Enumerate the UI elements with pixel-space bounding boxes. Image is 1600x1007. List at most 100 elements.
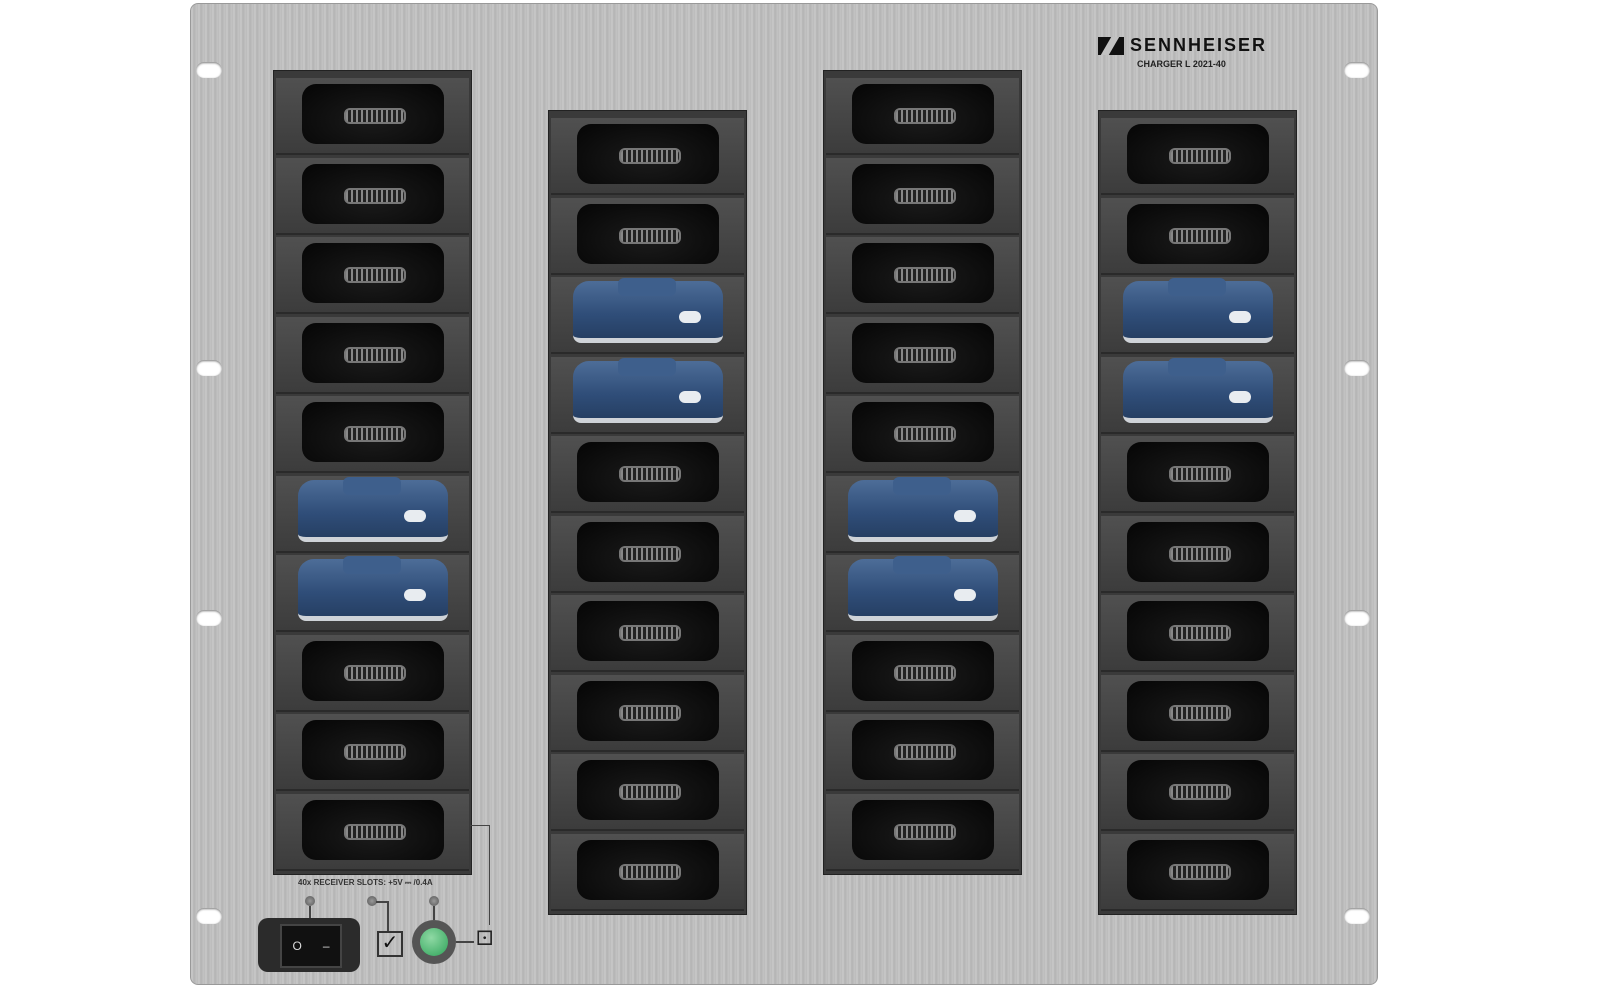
empty-bay <box>852 720 994 780</box>
receiver[interactable] <box>848 556 998 621</box>
empty-bay <box>302 640 444 701</box>
charging-slot[interactable] <box>551 356 744 434</box>
charging-contact <box>619 545 681 562</box>
charging-contact <box>894 664 956 681</box>
charging-slot[interactable] <box>1101 356 1294 434</box>
charging-slot[interactable] <box>1101 118 1294 195</box>
charging-slot[interactable] <box>551 118 744 195</box>
button-indicator-led <box>429 896 439 906</box>
charging-slot[interactable] <box>276 634 469 712</box>
charging-slot[interactable] <box>276 555 469 632</box>
charging-slot[interactable] <box>1101 197 1294 275</box>
receiver[interactable] <box>1123 278 1273 343</box>
receiver-clip <box>1168 278 1226 296</box>
receiver[interactable] <box>1123 357 1273 423</box>
empty-bay <box>852 84 994 144</box>
mounting-hole <box>1344 610 1370 626</box>
empty-bay <box>577 680 719 741</box>
charging-slot[interactable] <box>826 793 1019 871</box>
receiver[interactable] <box>848 476 998 542</box>
charging-contact <box>344 664 406 681</box>
charging-contact <box>619 704 681 721</box>
connector-line <box>470 825 490 826</box>
receiver-clip <box>343 476 401 495</box>
charging-slot[interactable] <box>826 157 1019 235</box>
slot-column <box>273 70 472 875</box>
receiver-led <box>1229 390 1251 403</box>
empty-bay <box>302 799 444 860</box>
receiver[interactable] <box>298 556 448 621</box>
charging-slot[interactable] <box>276 316 469 394</box>
empty-bay <box>1127 680 1269 741</box>
charging-slot[interactable] <box>551 754 744 831</box>
charging-contact <box>1169 863 1231 880</box>
charging-slot[interactable] <box>276 237 469 314</box>
empty-bay <box>577 124 719 184</box>
charging-contact <box>1169 227 1231 244</box>
charging-contact <box>1169 466 1231 482</box>
receiver-led <box>404 589 426 601</box>
charging-slot[interactable] <box>551 197 744 275</box>
charging-slot[interactable] <box>1101 515 1294 593</box>
charging-slot[interactable] <box>1101 277 1294 354</box>
receiver[interactable] <box>573 357 723 423</box>
charging-contact <box>344 187 406 204</box>
connector-line <box>376 901 388 903</box>
receiver-led <box>1229 311 1251 323</box>
empty-bay <box>577 601 719 661</box>
charging-slot[interactable] <box>826 78 1019 155</box>
charging-slot[interactable] <box>551 436 744 513</box>
charging-contact <box>894 426 956 442</box>
connector-line <box>456 941 474 943</box>
charging-slot[interactable] <box>1101 436 1294 513</box>
charging-contact <box>619 227 681 244</box>
empty-bay <box>577 839 719 900</box>
model-label: CHARGER L 2021-40 <box>1137 59 1226 69</box>
empty-bay <box>577 442 719 502</box>
charging-slot[interactable] <box>551 595 744 672</box>
receiver[interactable] <box>298 476 448 542</box>
charging-slot[interactable] <box>826 237 1019 314</box>
receiver[interactable] <box>573 278 723 343</box>
charging-contact <box>1169 148 1231 164</box>
charging-contact <box>344 426 406 442</box>
charging-slot[interactable] <box>1101 595 1294 672</box>
charging-slot[interactable] <box>276 475 469 553</box>
charging-contact <box>894 744 956 760</box>
charging-slot[interactable] <box>1101 754 1294 831</box>
empty-bay <box>302 243 444 303</box>
mounting-hole <box>196 62 222 78</box>
charging-slot[interactable] <box>551 277 744 354</box>
receiver-clip <box>1168 357 1226 376</box>
empty-bay <box>302 84 444 144</box>
charging-slot[interactable] <box>826 475 1019 553</box>
charging-contact <box>619 863 681 880</box>
empty-bay <box>852 243 994 303</box>
charging-slot[interactable] <box>276 157 469 235</box>
empty-bay <box>577 521 719 582</box>
charging-contact <box>1169 625 1231 641</box>
charging-slot[interactable] <box>551 674 744 752</box>
power-indicator-led <box>305 896 315 906</box>
charging-slot[interactable] <box>826 396 1019 473</box>
charging-slot[interactable] <box>276 396 469 473</box>
empty-bay <box>1127 124 1269 184</box>
charging-slot[interactable] <box>826 714 1019 791</box>
charging-slot[interactable] <box>551 833 744 911</box>
charging-slot[interactable] <box>276 793 469 871</box>
connector-line <box>489 825 490 925</box>
empty-bay <box>302 402 444 462</box>
charging-slot[interactable] <box>1101 833 1294 911</box>
charging-slot[interactable] <box>826 555 1019 632</box>
mounting-hole <box>196 610 222 626</box>
power-switch[interactable]: O– <box>258 918 360 972</box>
charging-slot[interactable] <box>1101 674 1294 752</box>
charging-slot[interactable] <box>551 515 744 593</box>
green-button[interactable] <box>412 920 456 964</box>
charging-slot[interactable] <box>826 634 1019 712</box>
empty-bay <box>1127 442 1269 502</box>
charging-slot[interactable] <box>276 78 469 155</box>
charging-slot[interactable] <box>826 316 1019 394</box>
charging-slot[interactable] <box>276 714 469 791</box>
charging-contact <box>344 744 406 760</box>
